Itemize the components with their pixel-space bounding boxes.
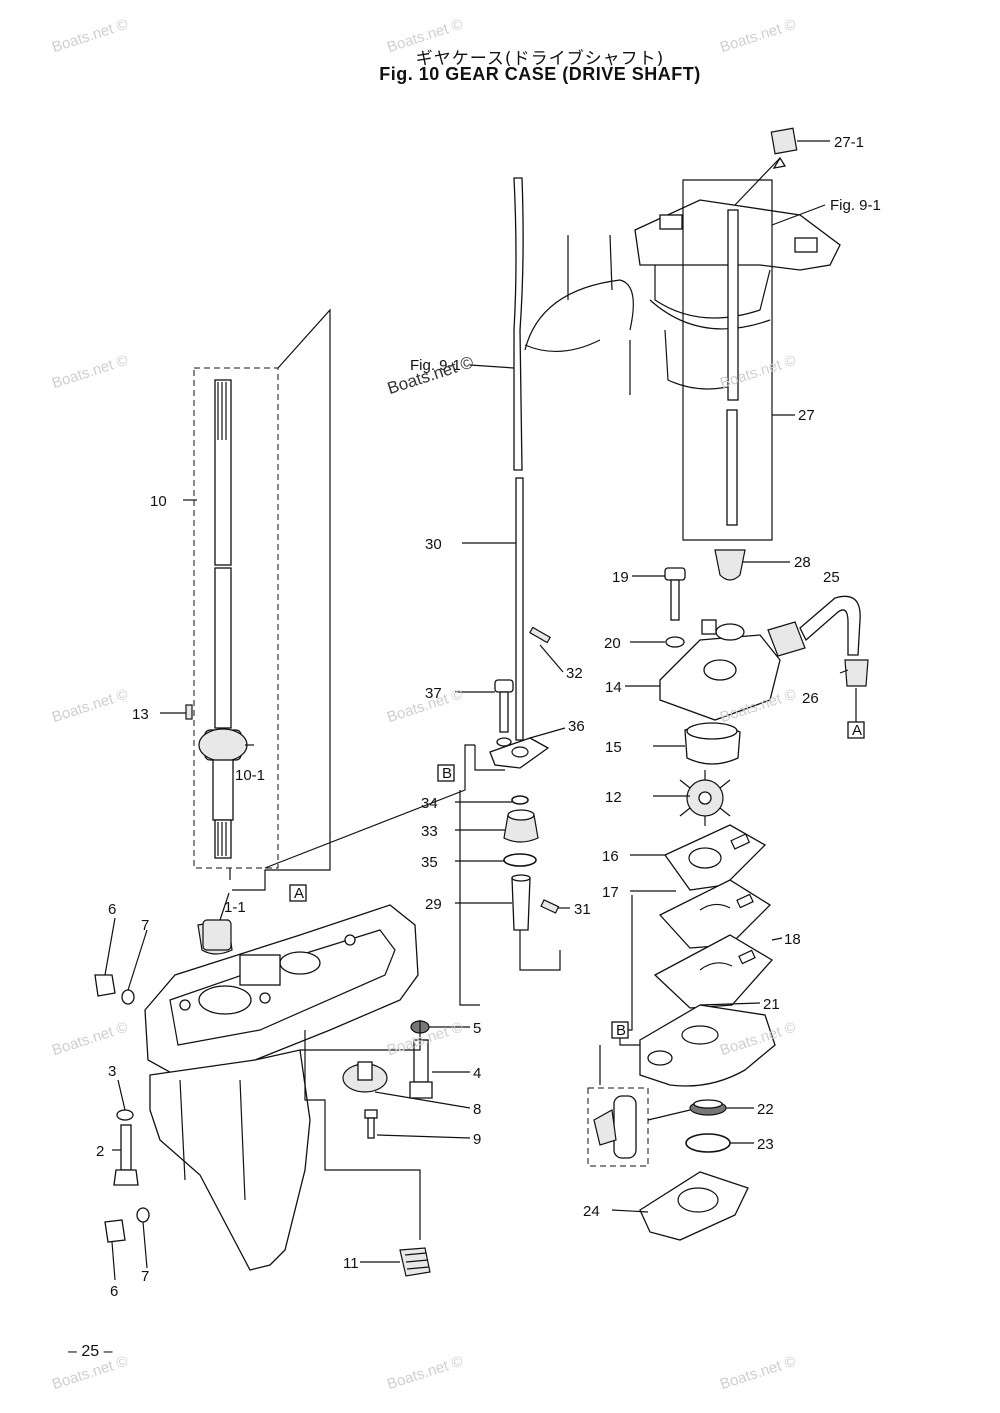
part-8-shift-cam-plate <box>342 1061 388 1093</box>
part-25-hose <box>767 595 861 657</box>
part-13-pin <box>185 704 193 720</box>
part-7-gasket-lower <box>136 1207 150 1223</box>
part-22-oil-seal <box>689 1099 727 1116</box>
callout-4: 4 <box>473 1065 481 1082</box>
upper-casing-outline <box>519 234 634 395</box>
boxed-letter-a-upper: A <box>289 884 307 902</box>
callout-35: 35 <box>421 854 438 871</box>
assembly-guide-lines <box>229 308 640 1240</box>
callout-10: 10 <box>150 493 167 510</box>
part-28-grommet <box>714 549 746 581</box>
inset-dashed-box <box>587 1087 649 1167</box>
callout-18: 18 <box>784 931 801 948</box>
part-36-bracket <box>489 737 550 769</box>
callout-36: 36 <box>568 718 585 735</box>
callout-20: 20 <box>604 635 621 652</box>
callout-5: 5 <box>473 1020 481 1037</box>
callout-8: 8 <box>473 1101 481 1118</box>
svg-text:A: A <box>294 885 304 902</box>
callout-labels: 27-1 Fig. 9-1 Fig. 9-1 27 10 30 28 25 19… <box>96 134 881 1300</box>
part-31-pin <box>540 899 560 914</box>
part-23-o-ring <box>685 1133 731 1153</box>
svg-text:B: B <box>442 765 452 782</box>
part-32-pin <box>529 626 551 644</box>
gear-case-body <box>144 904 419 1271</box>
callout-34: 34 <box>421 795 438 812</box>
part-10-drive-shaft <box>198 379 248 859</box>
callout-7: 7 <box>141 917 149 934</box>
part-12-impeller <box>679 770 731 826</box>
callout-15: 15 <box>605 739 622 756</box>
part-27-water-tube <box>726 127 798 526</box>
callout-10-1: 10-1 <box>235 767 265 784</box>
part-29-shift-cam <box>511 874 531 931</box>
callout-37: 37 <box>425 685 442 702</box>
callout-30: 30 <box>425 536 442 553</box>
leader-lines <box>104 140 849 1281</box>
part-2-bolt <box>113 1124 139 1186</box>
callout-11: 11 <box>343 1255 359 1272</box>
callout-17: 17 <box>602 884 619 901</box>
boxed-letter-b-left: B <box>437 764 455 782</box>
boxed-letter-b-right: B <box>611 1021 629 1039</box>
figure-title: Fig. 10 GEAR CASE (DRIVE SHAFT) <box>379 64 701 84</box>
callout-14: 14 <box>605 679 622 696</box>
part-26-elbow <box>844 659 869 687</box>
callout-3: 3 <box>108 1063 116 1080</box>
callout-6: 6 <box>108 901 116 918</box>
part-3-washer <box>116 1109 134 1121</box>
callout-12: 12 <box>605 789 622 806</box>
figure-title-japanese: ギヤケース(ドライブシャフト) <box>415 49 665 69</box>
callout-22: 22 <box>757 1101 774 1118</box>
part-15-cartridge <box>684 722 741 765</box>
part-35-o-ring <box>503 853 537 867</box>
part-21-pump-base <box>639 1004 776 1087</box>
callout-2: 2 <box>96 1143 104 1160</box>
part-30-shift-rod <box>513 177 524 741</box>
callout-16: 16 <box>602 848 619 865</box>
callout-fig-9-1-rod: Fig. 9-1 <box>410 357 461 374</box>
part-1-1-bushing <box>202 919 232 951</box>
part-33-seal-housing <box>503 809 539 843</box>
callout-1-1: 1-1 <box>224 899 246 916</box>
callout-7-lower: 7 <box>141 1268 149 1285</box>
part-37-bolt <box>494 679 514 747</box>
part-17-plate <box>658 879 772 949</box>
part-6-drain-plug-lower <box>104 1219 126 1243</box>
part-18-gasket <box>653 934 774 1009</box>
callout-21: 21 <box>763 996 780 1013</box>
part-34-o-ring <box>511 795 529 805</box>
part-14-pump-housing <box>659 619 781 721</box>
part-9-screw <box>364 1109 378 1139</box>
callout-31: 31 <box>574 901 591 918</box>
callout-32: 32 <box>566 665 583 682</box>
drive-shaft-assembly-box <box>193 367 279 869</box>
part-7-gasket <box>121 989 135 1005</box>
callout-fig-9-1: Fig. 9-1 <box>830 197 881 214</box>
callout-9: 9 <box>473 1131 481 1148</box>
callout-28: 28 <box>794 554 811 571</box>
callout-25: 25 <box>823 569 840 586</box>
callout-29: 29 <box>425 896 442 913</box>
callout-6-lower: 6 <box>110 1283 118 1300</box>
callout-24: 24 <box>583 1203 600 1220</box>
part-24-gasket <box>639 1171 749 1241</box>
callout-13: 13 <box>132 706 149 723</box>
part-16-gasket <box>664 824 767 891</box>
part-19-bolt <box>664 567 686 648</box>
callout-33: 33 <box>421 823 438 840</box>
svg-text:B: B <box>616 1022 626 1039</box>
callout-26: 26 <box>802 690 819 707</box>
part-6-drain-plug <box>94 974 116 997</box>
part-11-pinion-gear <box>399 1247 431 1277</box>
callout-23: 23 <box>757 1136 774 1153</box>
boxed-letter-a-right: A <box>847 688 865 739</box>
callout-27: 27 <box>798 407 815 424</box>
callout-27-1: 27-1 <box>834 134 864 151</box>
svg-text:A: A <box>852 722 862 739</box>
callout-19: 19 <box>612 569 629 586</box>
page-number: – 25 – <box>68 1343 113 1360</box>
